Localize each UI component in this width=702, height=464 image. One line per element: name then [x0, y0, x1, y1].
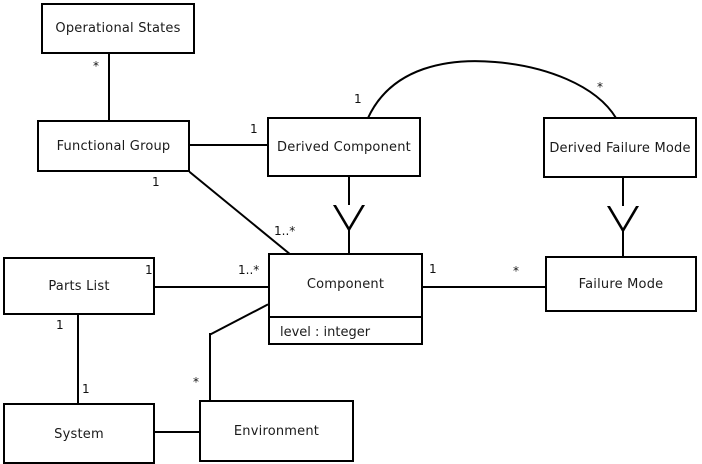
association-environment-component-diagonal — [209, 303, 269, 336]
class-box-environment[interactable]: Environment — [199, 400, 354, 462]
class-box-functional-group[interactable]: Functional Group — [37, 120, 190, 172]
class-name-system: System — [54, 427, 104, 442]
association-environment-component-vertical — [209, 333, 211, 401]
class-box-operational-states[interactable]: Operational States — [41, 3, 195, 54]
generalization-stem-derived-failure-mode — [622, 177, 624, 208]
multiplicity-parts-list-system-source: 1 — [56, 318, 64, 332]
class-name-derived-failure-mode: Derived Failure Mode — [549, 141, 691, 156]
multiplicity-functional-group-component-source: 1 — [152, 175, 160, 189]
generalization-tail-derived-component — [348, 229, 350, 255]
association-parts-list-system — [77, 313, 79, 404]
multiplicity-derived-failure-mode-curve-target: * — [597, 80, 603, 94]
multiplicity-parts-list-system-target: 1 — [82, 382, 90, 396]
multiplicity-environment-component: * — [193, 375, 199, 389]
association-functional-group-component — [188, 171, 291, 255]
class-name-parts-list: Parts List — [48, 279, 110, 294]
association-functional-group-derived-component — [189, 144, 268, 146]
association-operational-states-functional-group — [108, 53, 110, 122]
class-box-parts-list[interactable]: Parts List — [3, 257, 155, 315]
association-parts-list-component — [154, 286, 270, 288]
class-box-derived-component[interactable]: Derived Component — [267, 117, 421, 177]
multiplicity-parts-list-component-source: 1 — [145, 263, 153, 277]
association-derived-component-derived-failure-mode — [367, 60, 617, 119]
component-attribute-level: level : integer — [280, 325, 371, 340]
class-name-component: Component — [306, 277, 385, 292]
class-name-functional-group: Functional Group — [56, 139, 171, 154]
component-compartment-divider — [268, 316, 423, 318]
multiplicity-component-failure-mode-target: * — [513, 264, 519, 278]
class-name-failure-mode: Failure Mode — [578, 277, 664, 292]
class-box-derived-failure-mode[interactable]: Derived Failure Mode — [543, 117, 697, 178]
multiplicity-functional-group-component-target: 1..* — [274, 224, 296, 238]
class-name-environment: Environment — [233, 424, 320, 439]
association-system-environment — [154, 431, 200, 433]
class-name-derived-component: Derived Component — [277, 140, 411, 155]
class-name-operational-states: Operational States — [55, 21, 181, 36]
multiplicity-operational-states-functional-group: * — [93, 59, 99, 73]
generalization-tail-derived-failure-mode — [622, 230, 624, 256]
multiplicity-functional-group-derived-component: 1 — [250, 122, 258, 136]
class-box-component[interactable]: Component level : integer — [268, 253, 423, 345]
multiplicity-derived-component-curve-source: 1 — [354, 92, 362, 106]
multiplicity-component-failure-mode-source: 1 — [429, 262, 437, 276]
generalization-stem-derived-component — [348, 176, 350, 207]
class-box-failure-mode[interactable]: Failure Mode — [545, 256, 697, 312]
multiplicity-parts-list-component-target: 1..* — [238, 263, 260, 277]
association-component-failure-mode — [422, 286, 546, 288]
class-box-system[interactable]: System — [3, 403, 155, 464]
